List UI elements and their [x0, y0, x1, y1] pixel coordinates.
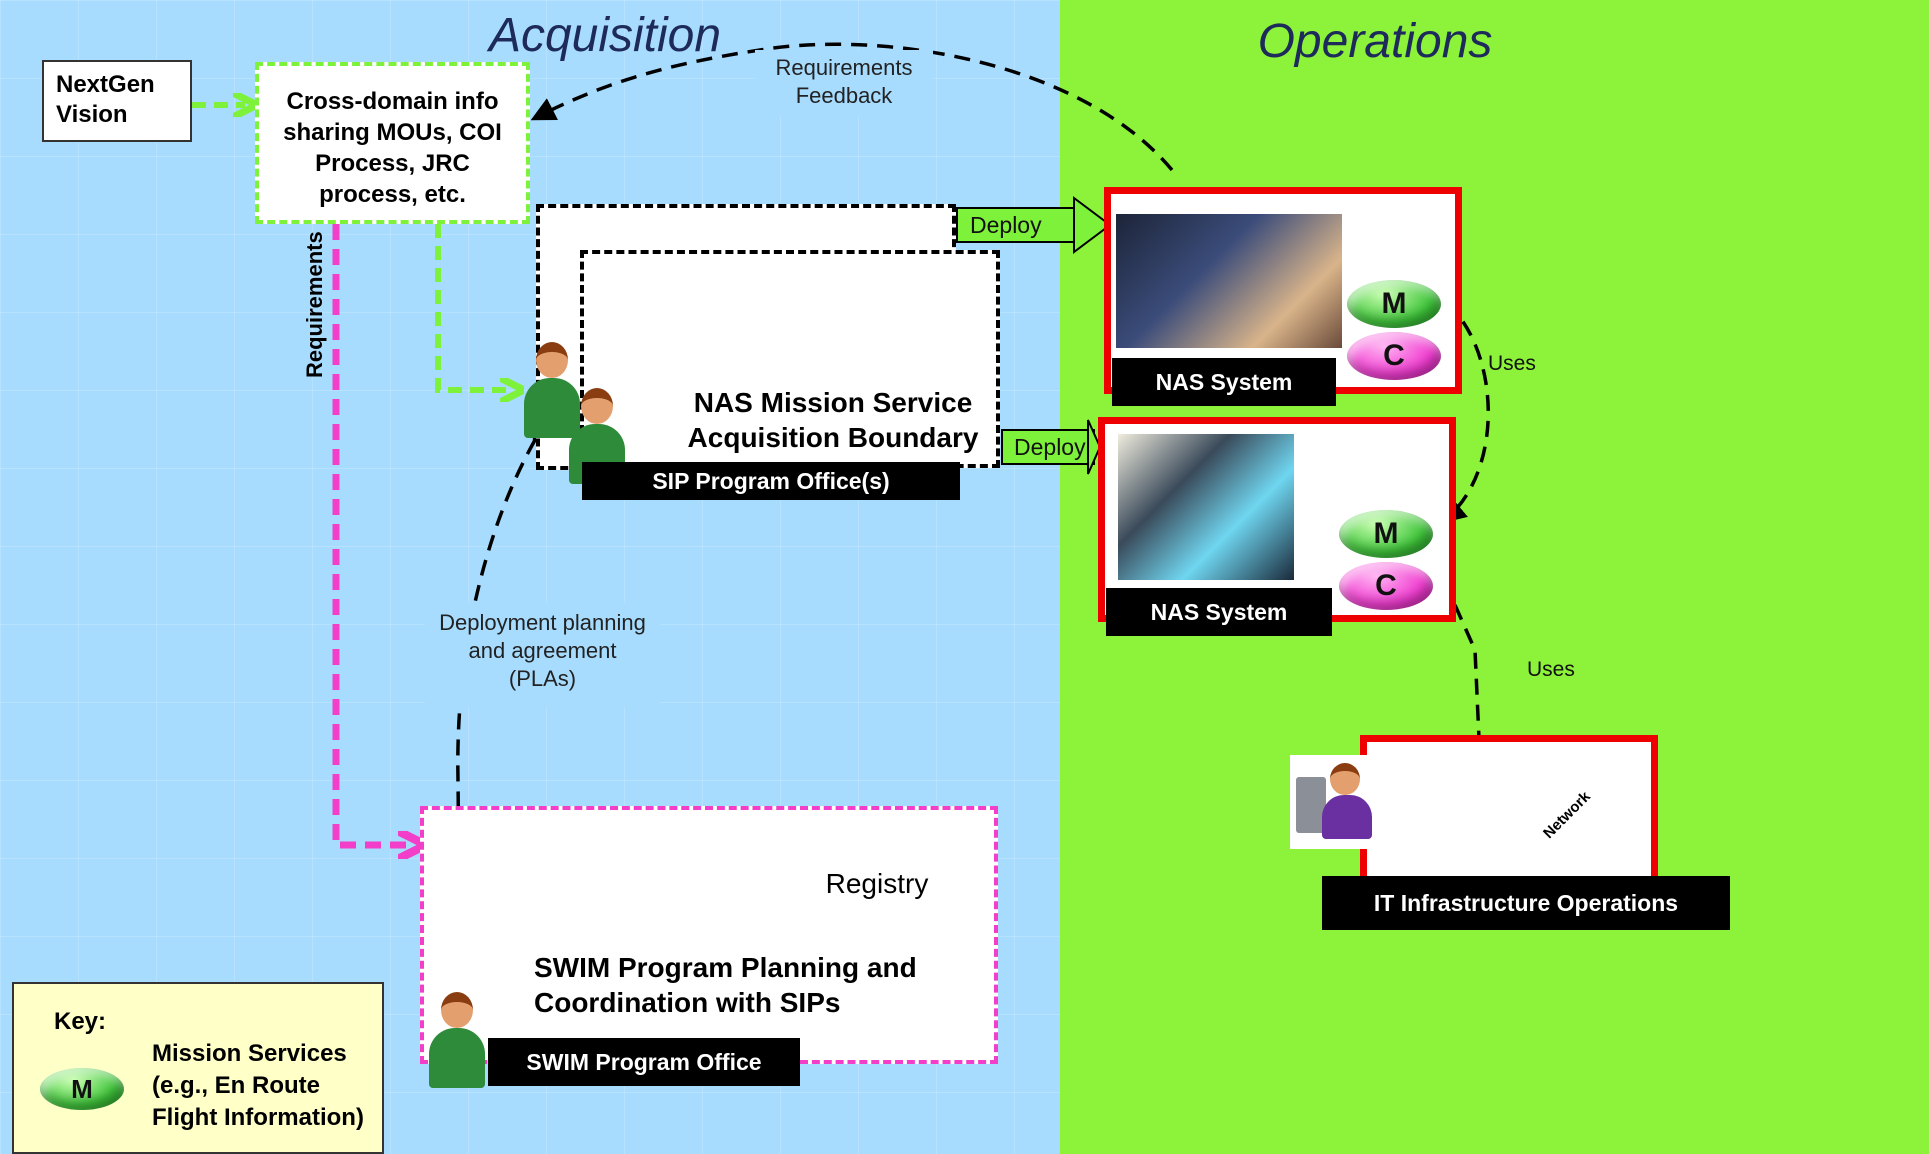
operator-workstation-photo — [1116, 214, 1342, 348]
c-service-pill: C — [1339, 562, 1433, 610]
key-legend: Key: M Mission Services (e.g., En Route … — [12, 982, 384, 1154]
nas-system-1-label: NAS System — [1112, 358, 1336, 406]
help-desk-operator-icon — [1290, 755, 1382, 849]
operator-workstation-photo — [1118, 434, 1294, 580]
it-infrastructure-label: IT Infrastructure Operations — [1322, 876, 1730, 930]
key-m-pill: M — [40, 1068, 124, 1110]
key-m-description: Mission Services (e.g., En Route Flight … — [152, 1040, 364, 1131]
swim-planning-title: SWIM Program Planning and Coordination w… — [534, 952, 917, 1018]
it-infrastructure-box — [1360, 735, 1658, 887]
nas-mission-front-box — [580, 250, 1000, 468]
deployment-planning-label: Deployment planning and agreement (PLAs) — [425, 603, 660, 707]
nas-system-2-label: NAS System — [1106, 588, 1332, 636]
key-title: Key: — [54, 1008, 107, 1035]
mission-service-pill: M — [1339, 510, 1433, 558]
uses-label-1: Uses — [1488, 352, 1536, 375]
person-icon — [566, 388, 628, 484]
mission-service-pill: M — [1347, 280, 1441, 328]
requirements-label: Requirements — [302, 231, 327, 378]
person-icon — [424, 992, 490, 1088]
swim-program-office-label: SWIM Program Office — [488, 1038, 800, 1086]
deploy-label-1: Deploy — [970, 212, 1042, 238]
nas-mission-service-title: NAS Mission Service Acquisition Boundary — [687, 387, 979, 453]
nextgen-vision-box: NextGen Vision — [42, 60, 192, 142]
deploy-arrow-1 — [956, 196, 1112, 254]
uses-label-2: Uses — [1527, 658, 1575, 681]
deployment-planning-edge — [447, 416, 556, 980]
deploy-label-2: Deploy — [1014, 434, 1086, 460]
cross-domain-box: Cross-domain info sharing MOUs, COI Proc… — [255, 62, 530, 224]
uses-edge-1 — [1423, 279, 1490, 524]
c-service-pill: C — [1347, 332, 1441, 380]
acquisition-title: Acquisition — [488, 9, 722, 62]
deploy-arrow-2 — [1001, 419, 1102, 475]
crossdomain-to-sip-edge — [435, 224, 512, 390]
requirements-feedback-label: Requirements Feedback — [755, 50, 933, 116]
swim-planning-box — [420, 806, 998, 1064]
person-icon — [522, 342, 582, 438]
registry-label: Registry — [825, 868, 929, 899]
requirements-edge — [332, 224, 412, 845]
requirements-feedback-edge — [530, 42, 1174, 172]
sip-program-office-label: SIP Program Office(s) — [582, 462, 960, 500]
operations-title: Operations — [1257, 15, 1493, 68]
